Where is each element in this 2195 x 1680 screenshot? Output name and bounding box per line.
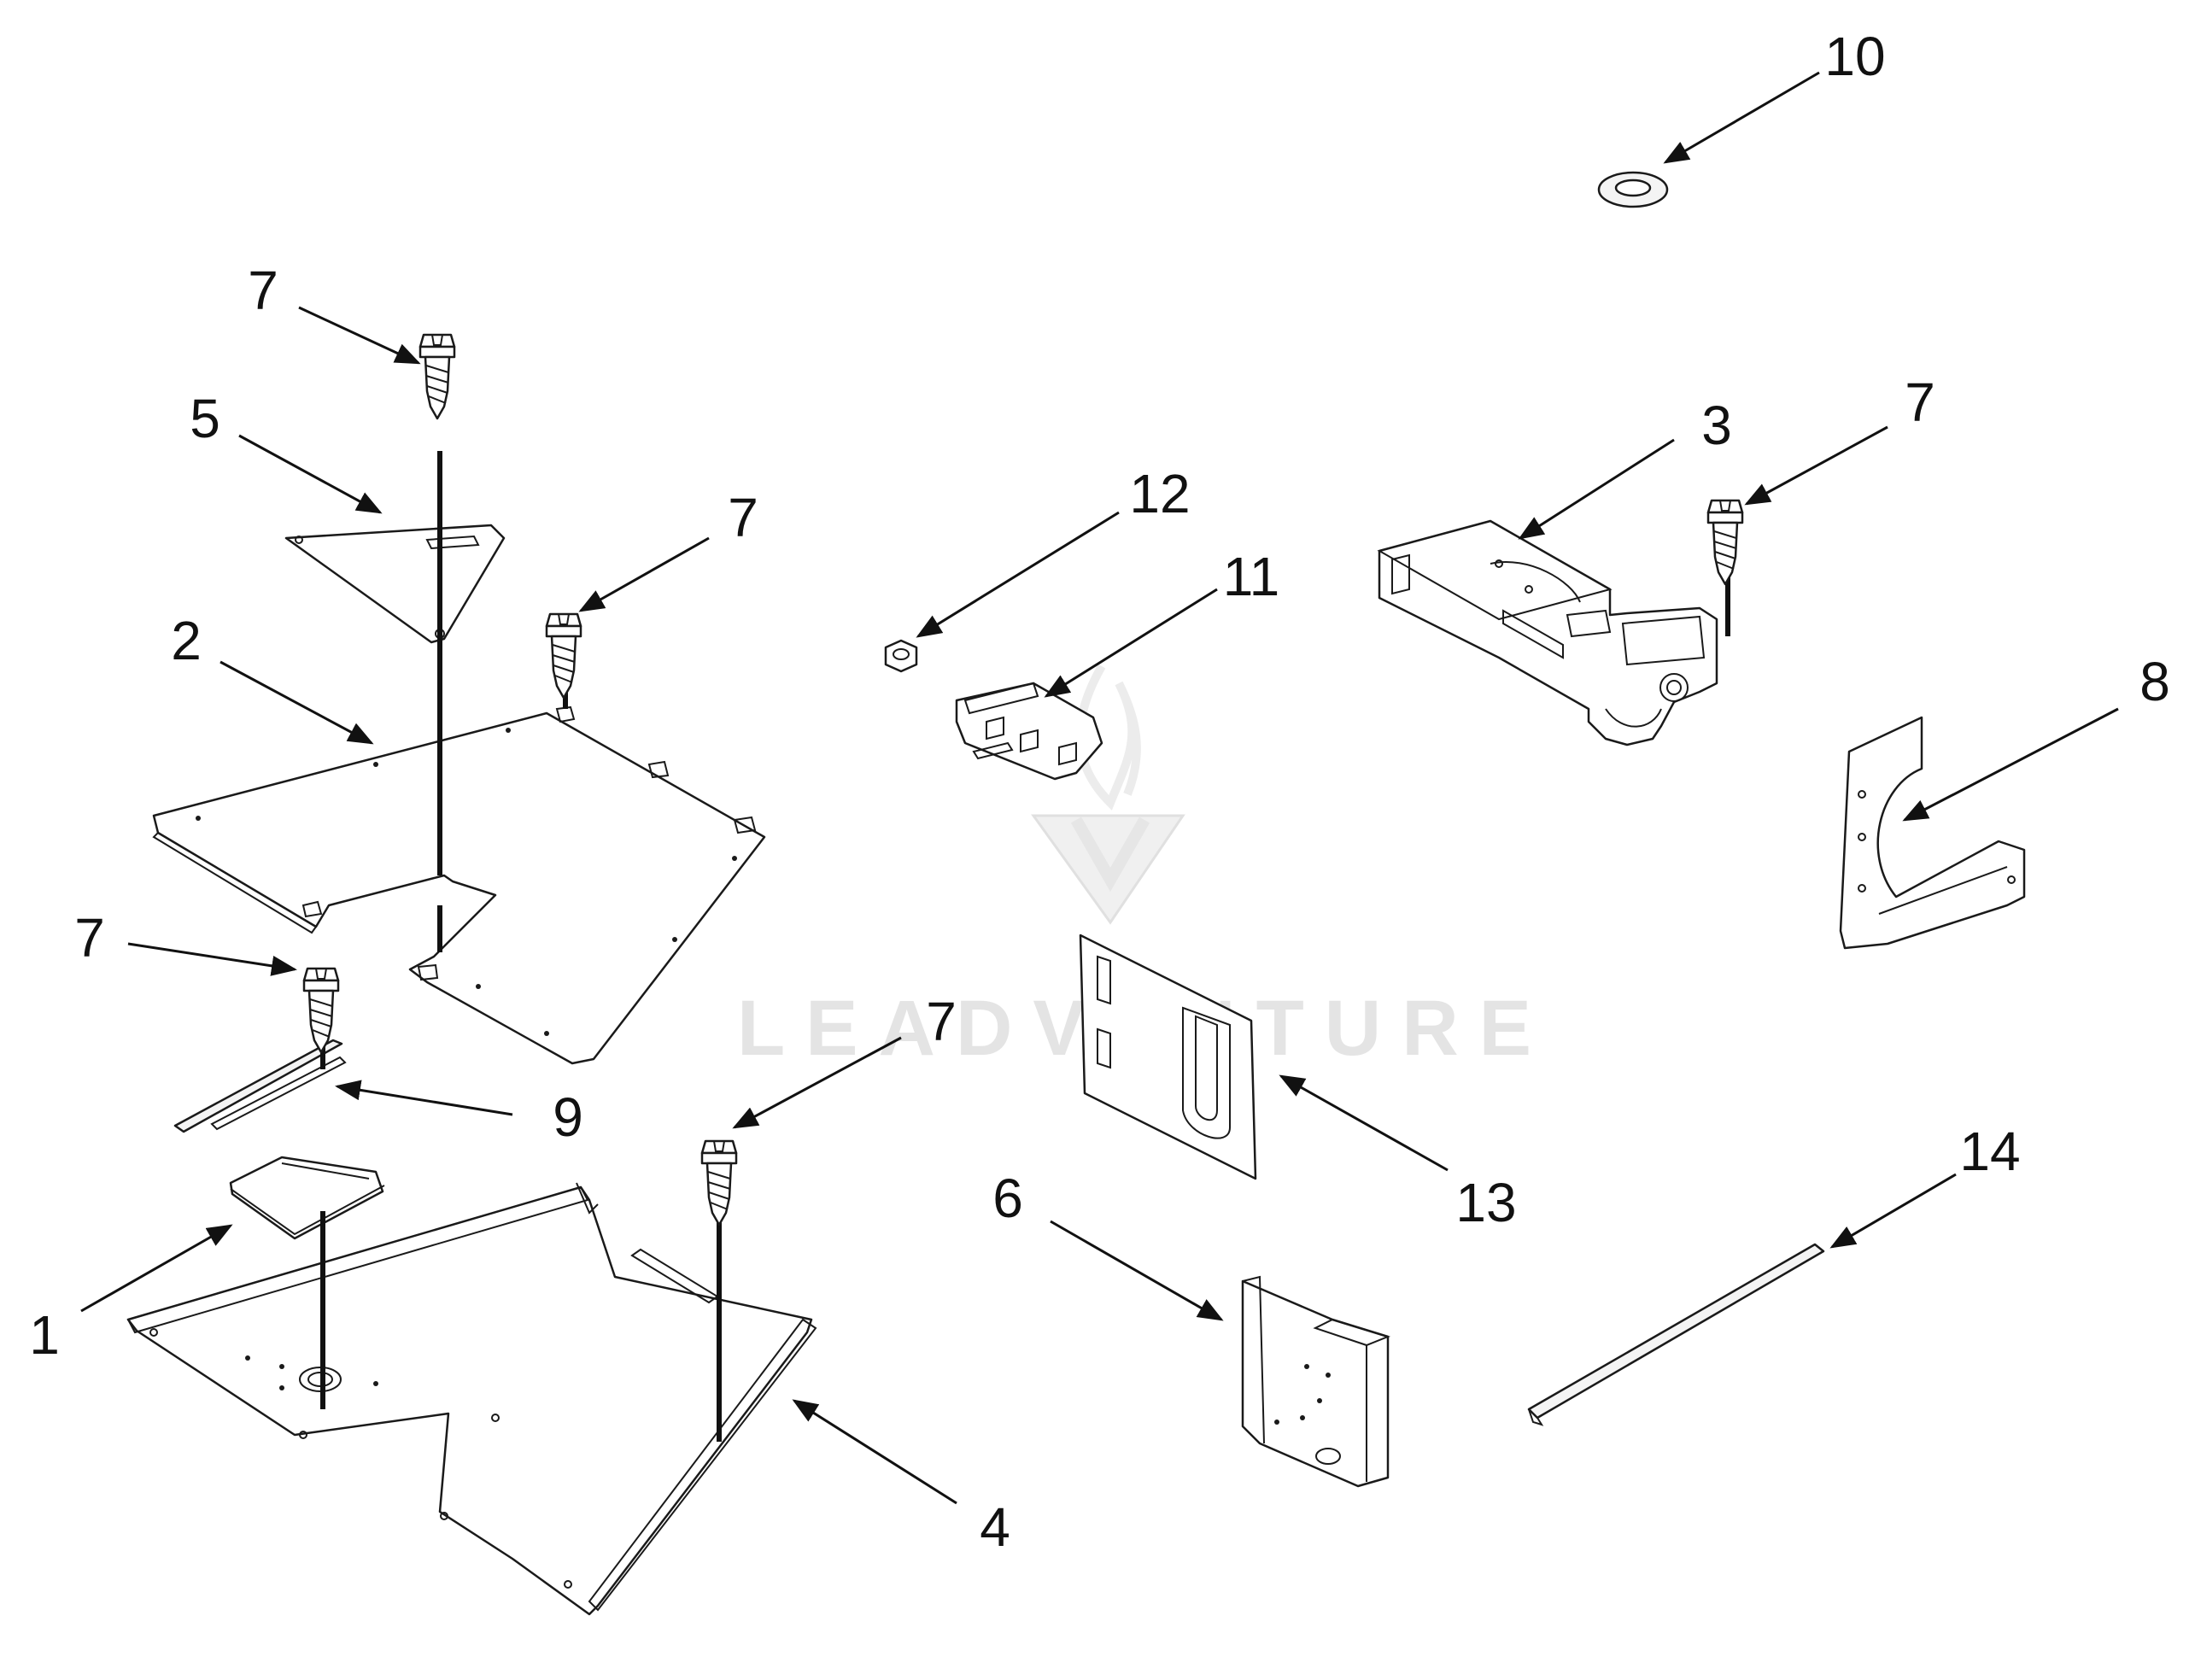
callout-6: 6 bbox=[992, 1168, 1023, 1229]
callout-labels: 7 5 7 2 7 9 7 1 4 12 11 3 7 10 8 13 6 14 bbox=[29, 26, 2170, 1558]
part-2-panel bbox=[152, 705, 766, 1065]
callout-7: 7 bbox=[728, 487, 758, 548]
part-1-bracket bbox=[229, 1156, 385, 1240]
callout-5: 5 bbox=[190, 388, 220, 449]
callout-10: 10 bbox=[1824, 26, 1885, 87]
part-6-box-bracket bbox=[1241, 1275, 1391, 1488]
callout-11: 11 bbox=[1223, 546, 1279, 607]
part-11-terminal-block bbox=[955, 682, 1103, 781]
part-13-slot-plate bbox=[1079, 934, 1257, 1180]
screw-7-top bbox=[419, 333, 456, 420]
part-8-curved-bracket bbox=[1839, 716, 2026, 950]
callout-9: 9 bbox=[553, 1086, 583, 1148]
callout-4: 4 bbox=[980, 1496, 1010, 1558]
part-14-strip bbox=[1527, 1243, 1825, 1426]
part-3-gas-valve bbox=[1377, 519, 1718, 746]
part-4-base-plate bbox=[126, 1182, 817, 1616]
screw-alignment-lines bbox=[320, 451, 1730, 1442]
part-12-nut bbox=[884, 639, 918, 673]
callout-14: 14 bbox=[1959, 1121, 2020, 1182]
part-5-bracket-plate bbox=[284, 524, 506, 644]
callout-1: 1 bbox=[29, 1304, 60, 1366]
leader-lines bbox=[80, 71, 2119, 1505]
callout-7: 7 bbox=[74, 907, 105, 969]
callout-3: 3 bbox=[1701, 395, 1732, 456]
screw-7-panel bbox=[545, 612, 582, 700]
callout-13: 13 bbox=[1455, 1172, 1516, 1233]
callout-8: 8 bbox=[2139, 651, 2170, 712]
part-9-strip bbox=[173, 1039, 347, 1133]
callout-2: 2 bbox=[171, 610, 202, 671]
part-10-washer bbox=[1597, 171, 1669, 208]
screw-7-valve bbox=[1706, 499, 1744, 586]
callout-7: 7 bbox=[1905, 372, 1935, 433]
callout-7: 7 bbox=[248, 260, 278, 321]
callout-12: 12 bbox=[1129, 463, 1190, 524]
screw-7-base bbox=[700, 1139, 738, 1226]
callout-7: 7 bbox=[926, 991, 957, 1052]
